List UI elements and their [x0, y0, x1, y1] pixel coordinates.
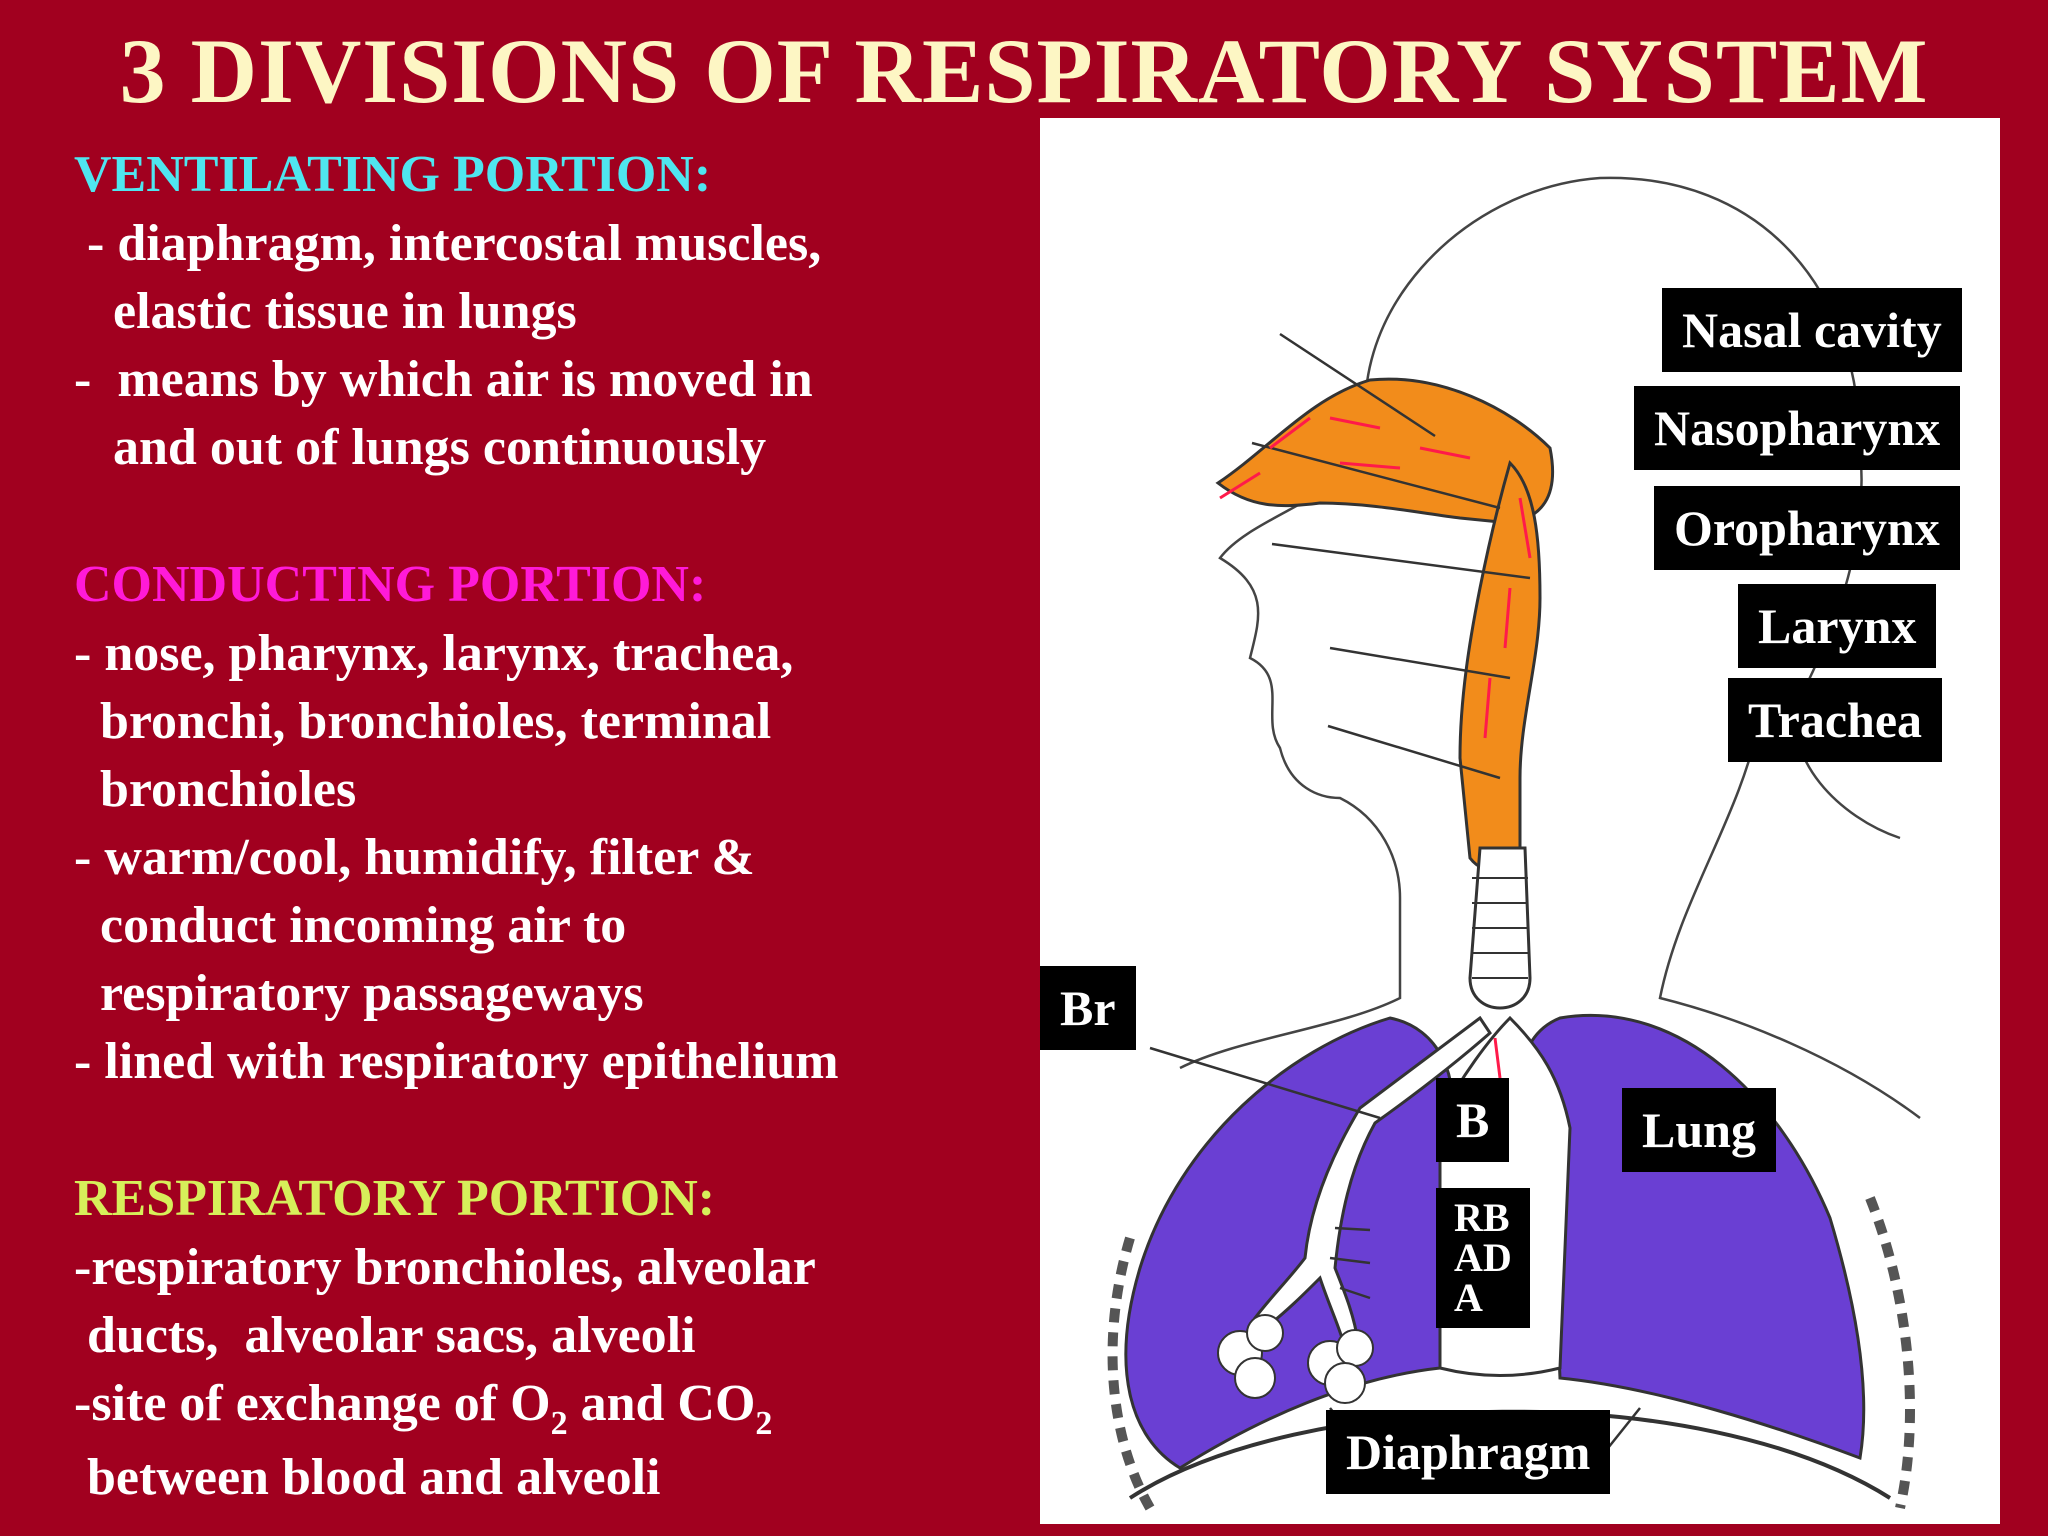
conducting-line: conduct incoming air to — [74, 897, 627, 954]
neck-outline — [1179, 898, 1402, 1070]
neck-back — [1658, 717, 1921, 1120]
ventilating-line: and out of lungs continuously — [74, 419, 767, 476]
label-nasopharynx: Nasopharynx — [1634, 386, 1961, 470]
pointer-nasal — [1279, 332, 1436, 438]
ventilating-heading: VENTILATING PORTION: — [74, 146, 712, 203]
pointer-br — [1149, 1046, 1381, 1120]
anatomy-illustration — [1107, 176, 1921, 1511]
label-b: B — [1436, 1078, 1510, 1162]
exchange-mid: and CO — [567, 1375, 756, 1432]
pointer-ad — [1329, 1256, 1371, 1265]
conducting-line: respiratory passageways — [74, 965, 644, 1022]
label-rb-ad-a: RB AD A — [1436, 1188, 1530, 1328]
label-diaphragm: Diaphragm — [1326, 1410, 1611, 1494]
nasal-airway — [1215, 377, 1555, 525]
label-nasal-cavity: Nasal cavity — [1662, 288, 1962, 372]
label-lung: Lung — [1622, 1088, 1776, 1172]
gas-exchange-line: -site of exchange of O2 and CO2 — [74, 1370, 1034, 1444]
label-a: A — [1454, 1275, 1483, 1320]
rib-left — [1107, 1236, 1155, 1511]
respiratory-line: ducts, alveolar sacs, alveoli — [74, 1307, 696, 1364]
exchange-prefix: -site of exchange of O — [74, 1375, 551, 1432]
pointer-a — [1339, 1286, 1371, 1300]
conducting-heading: CONDUCTING PORTION: — [74, 556, 707, 613]
respiratory-line: -respiratory bronchioles, alveolar — [74, 1239, 816, 1296]
pointer-nasopharynx — [1251, 441, 1501, 510]
o2-subscript: 2 — [550, 1405, 568, 1442]
label-trachea: Trachea — [1728, 678, 1943, 762]
pointer-rb — [1334, 1226, 1371, 1232]
alveolar-sacs — [1217, 1314, 1374, 1404]
conducting-line: bronchi, bronchioles, terminal — [74, 693, 772, 750]
label-br: Br — [1040, 966, 1136, 1050]
face-outline — [1218, 447, 1402, 899]
conducting-line: bronchioles — [74, 761, 357, 818]
conducting-line: - lined with respiratory epithelium — [74, 1033, 839, 1090]
page-title: 3 DIVISIONS OF RESPIRATORY SYSTEM — [119, 20, 1929, 122]
bronchial-tree — [1253, 1015, 1492, 1351]
pointer-oropharynx — [1271, 542, 1531, 580]
co2-subscript: 2 — [755, 1405, 773, 1442]
pointer-trachea — [1327, 724, 1501, 780]
respiratory-line: between blood and alveoli — [74, 1449, 661, 1506]
ventilating-line: - means by which air is moved in — [74, 351, 813, 408]
respiratory-system-diagram: Nasal cavity Nasopharynx Oropharynx Lary… — [1040, 118, 2000, 1524]
ventilating-line: - diaphragm, intercostal muscles, — [74, 215, 822, 272]
pointer-larynx — [1329, 646, 1511, 680]
ventilating-line: elastic tissue in lungs — [74, 283, 577, 340]
conducting-line: - nose, pharynx, larynx, trachea, — [74, 625, 794, 682]
text-panel: VENTILATING PORTION: - diaphragm, interc… — [74, 140, 1034, 1512]
right-lung — [1519, 1014, 1866, 1461]
pharynx-trachea — [1458, 460, 1542, 874]
conducting-line: - warm/cool, humidify, filter & — [74, 829, 755, 886]
respiratory-heading: RESPIRATORY PORTION: — [74, 1170, 716, 1227]
label-ad: AD — [1454, 1235, 1512, 1280]
rib-right — [1865, 1196, 1915, 1510]
label-oropharynx: Oropharynx — [1654, 486, 1960, 570]
airflow-arrows — [1219, 416, 1532, 1079]
label-rb: RB — [1454, 1195, 1510, 1240]
label-larynx: Larynx — [1738, 584, 1937, 668]
